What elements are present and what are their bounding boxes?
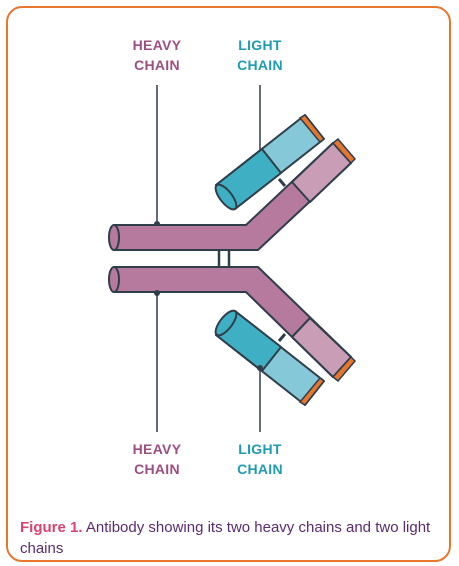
heavy-chain-label-top-line2: CHAIN xyxy=(117,55,197,75)
figure-label: Figure 1. xyxy=(20,519,83,536)
heavy-bottom-dot xyxy=(154,290,160,296)
light-chain-label-bottom-line1: LIGHT xyxy=(220,439,300,459)
heavy-chain-label-bottom-line1: HEAVY xyxy=(117,439,197,459)
light-top-bond xyxy=(279,179,285,186)
figure-caption: Figure 1. Antibody showing its two heavy… xyxy=(20,517,440,559)
heavy-chain-label-bottom: HEAVY CHAIN xyxy=(117,439,197,479)
light-chain-label-top-line1: LIGHT xyxy=(220,35,300,55)
light-chain-label-bottom: LIGHT CHAIN xyxy=(220,439,300,479)
heavy-chain-label-top-line1: HEAVY xyxy=(117,35,197,55)
light-chain-label-top-line2: CHAIN xyxy=(220,55,300,75)
light-bottom-dot xyxy=(257,365,263,371)
heavy-chain-label-top: HEAVY CHAIN xyxy=(117,35,197,75)
light-chain-label-top: LIGHT CHAIN xyxy=(220,35,300,75)
light-chain-label-bottom-line2: CHAIN xyxy=(220,459,300,479)
light-bottom-bond xyxy=(279,334,285,341)
heavy-chain-label-bottom-line2: CHAIN xyxy=(117,459,197,479)
